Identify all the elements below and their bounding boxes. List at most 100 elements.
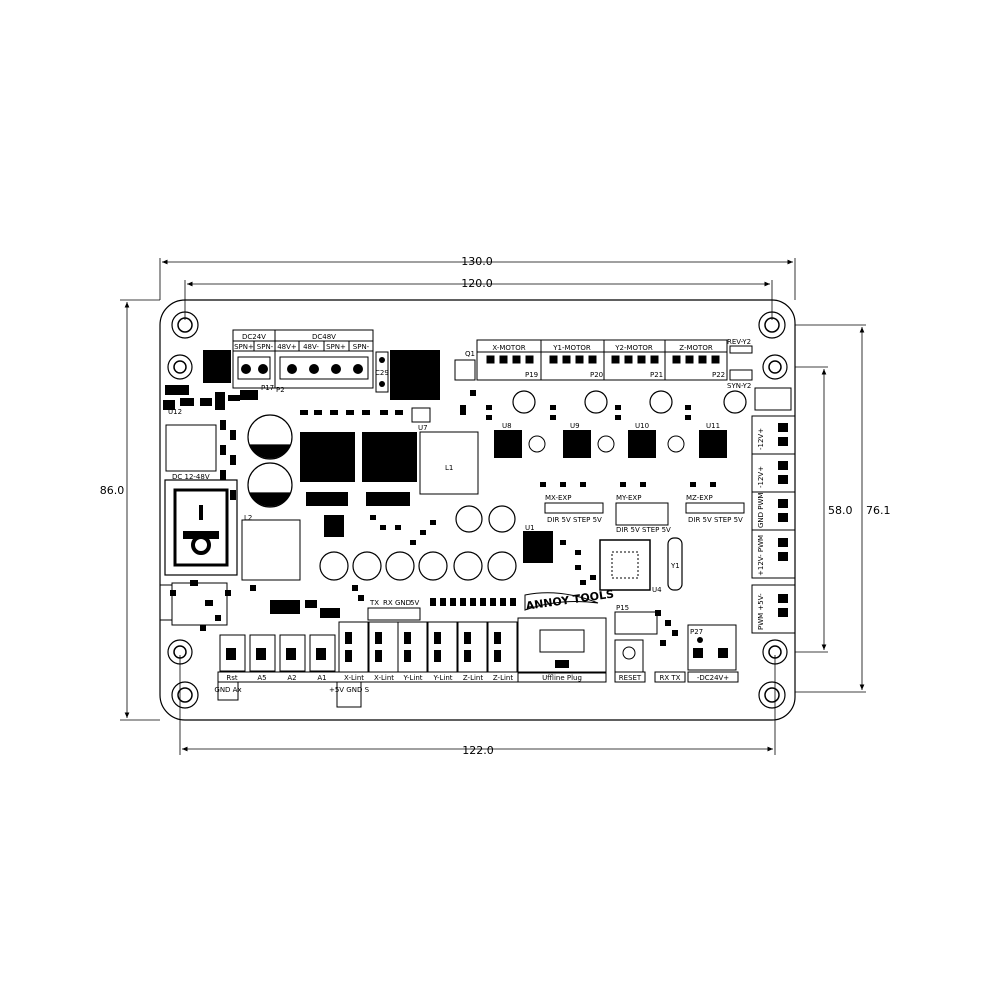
rev-y2-label: REV-Y2 xyxy=(727,338,751,346)
l2-ref: L2 xyxy=(244,514,252,522)
u10-ref: U10 xyxy=(635,422,649,430)
smd-part xyxy=(550,415,556,420)
bottom-label-strip xyxy=(217,671,739,708)
dim-hole-spacing-right: 76.1 xyxy=(866,504,891,517)
smd-part xyxy=(690,482,696,487)
right-label-3: GND PWM xyxy=(757,493,765,528)
smd-part xyxy=(486,405,492,410)
hole-inner-right-top xyxy=(762,354,788,380)
dimension-lines xyxy=(120,258,866,755)
motor-pins xyxy=(486,355,720,364)
smd-part xyxy=(352,585,358,591)
dim-overall-height: 86.0 xyxy=(100,484,125,497)
label-z-lint-1: Z-Lint xyxy=(463,674,483,682)
dc48v-title: DC48V xyxy=(312,333,336,341)
dc24v-title: DC24V xyxy=(242,333,266,341)
expansion-headers: MX-EXP DIR 5V STEP 5V MY-EXP DIR 5V STEP… xyxy=(544,494,745,534)
smd-part xyxy=(230,490,236,500)
smd-part xyxy=(250,585,256,591)
smd-part xyxy=(430,598,436,606)
bottom-labels: Rst A5 A2 A1 X-Lint X-Lint Y-Lint Y-Lint… xyxy=(214,674,729,694)
dim-overall-width: 130.0 xyxy=(461,255,493,268)
dim-hole-spacing-top: 120.0 xyxy=(461,277,493,290)
label-gnd-ax: GND Ax xyxy=(214,686,241,694)
smd-part xyxy=(560,482,566,487)
label-x-lint-1: X-Lint xyxy=(344,674,364,682)
smd-part xyxy=(346,410,354,415)
q1-pins xyxy=(454,359,476,381)
stepper-drivers: U8 U9 U10 U11 xyxy=(494,422,727,458)
bottom-connectors xyxy=(219,617,644,674)
syn-y2-label: SYN-Y2 xyxy=(727,382,751,390)
dim-hole-spacing-bottom: 122.0 xyxy=(462,744,494,757)
smd-part xyxy=(575,565,581,570)
smd-part xyxy=(710,482,716,487)
dc24v-connector: DC24V SPN+ SPN- P17 xyxy=(232,329,276,392)
hole-top-right xyxy=(758,311,786,339)
serial-gnd: GND xyxy=(395,599,411,607)
power-switch: DC 12-48V xyxy=(164,424,238,576)
smd-part xyxy=(510,598,516,606)
dc24v-pin-1: SPN+ xyxy=(234,343,254,351)
right-label-4: +12V- PWM xyxy=(757,535,765,576)
smd-part xyxy=(470,390,476,396)
u1-ref: U1 xyxy=(525,524,535,532)
smd-part xyxy=(370,515,376,520)
label-x-lint-2: X-Lint xyxy=(374,674,394,682)
smd-part xyxy=(575,550,581,555)
label-y-lint-1: Y-Lint xyxy=(403,674,423,682)
right-label-5: PWM +5V- xyxy=(757,593,765,630)
hole-inner-right-bottom xyxy=(762,639,788,665)
smd-part xyxy=(380,525,386,530)
label-rst: Rst xyxy=(226,674,238,682)
my-exp-label: MY-EXP xyxy=(616,494,641,502)
smd-part xyxy=(205,600,213,606)
label-5v-gnd-s: +5V GND S xyxy=(329,686,370,694)
small-components xyxy=(170,390,716,646)
smd-part xyxy=(230,430,236,440)
smd-part xyxy=(560,540,566,545)
board-outline xyxy=(159,299,796,721)
smd-part xyxy=(314,410,322,415)
y1-motor-ref: P20 xyxy=(590,371,603,379)
label-rx-tx: RX TX xyxy=(660,674,681,682)
smd-part xyxy=(590,575,596,580)
c29-capacitor: C29 xyxy=(375,351,389,393)
serial-tx: TX xyxy=(369,599,379,607)
smd-part xyxy=(170,590,176,596)
brand-logo: ANNOY TOOLS xyxy=(524,587,615,613)
label-a1: A1 xyxy=(317,674,326,682)
smd-part xyxy=(300,410,308,415)
u4-ref: U4 xyxy=(652,586,662,594)
smd-part xyxy=(460,598,466,606)
top-left-components xyxy=(163,350,440,410)
z-motor-label: Z-MOTOR xyxy=(679,344,713,352)
smd-part xyxy=(620,482,626,487)
y2-motor-ref: P21 xyxy=(650,371,663,379)
x-motor-label: X-MOTOR xyxy=(492,344,525,352)
smd-part xyxy=(395,410,403,415)
smd-part xyxy=(225,590,231,596)
input-voltage-label: DC 12-48V xyxy=(172,473,210,481)
serial-5v: 5V xyxy=(410,599,419,607)
hole-inner-left-bottom xyxy=(167,639,193,665)
electrolytic-capacitors xyxy=(247,390,747,581)
u11-ref: U11 xyxy=(706,422,720,430)
smd-part xyxy=(430,520,436,525)
smd-part xyxy=(220,470,226,480)
smd-part xyxy=(450,598,456,606)
u8-ref: U8 xyxy=(502,422,512,430)
dc48v-pin-3: SPN+ xyxy=(326,343,346,351)
inductors-and-chips: L1 L2 U7 U1 xyxy=(241,407,553,581)
y2-motor-label: Y2-MOTOR xyxy=(614,344,653,352)
smd-part xyxy=(220,445,226,455)
smd-part xyxy=(215,615,221,621)
smd-part xyxy=(460,405,466,415)
mounting-holes xyxy=(167,311,788,709)
right-connectors: -12V+ -12V+ GND PWM +12V- PWM PWM +5V- xyxy=(751,415,796,634)
y2-jumpers: REV-Y2 SYN-Y2 xyxy=(727,338,792,411)
smd-part xyxy=(200,625,206,631)
mx-exp-label: MX-EXP xyxy=(545,494,571,502)
smd-part xyxy=(420,530,426,535)
p27-ref: P27 xyxy=(690,628,703,636)
